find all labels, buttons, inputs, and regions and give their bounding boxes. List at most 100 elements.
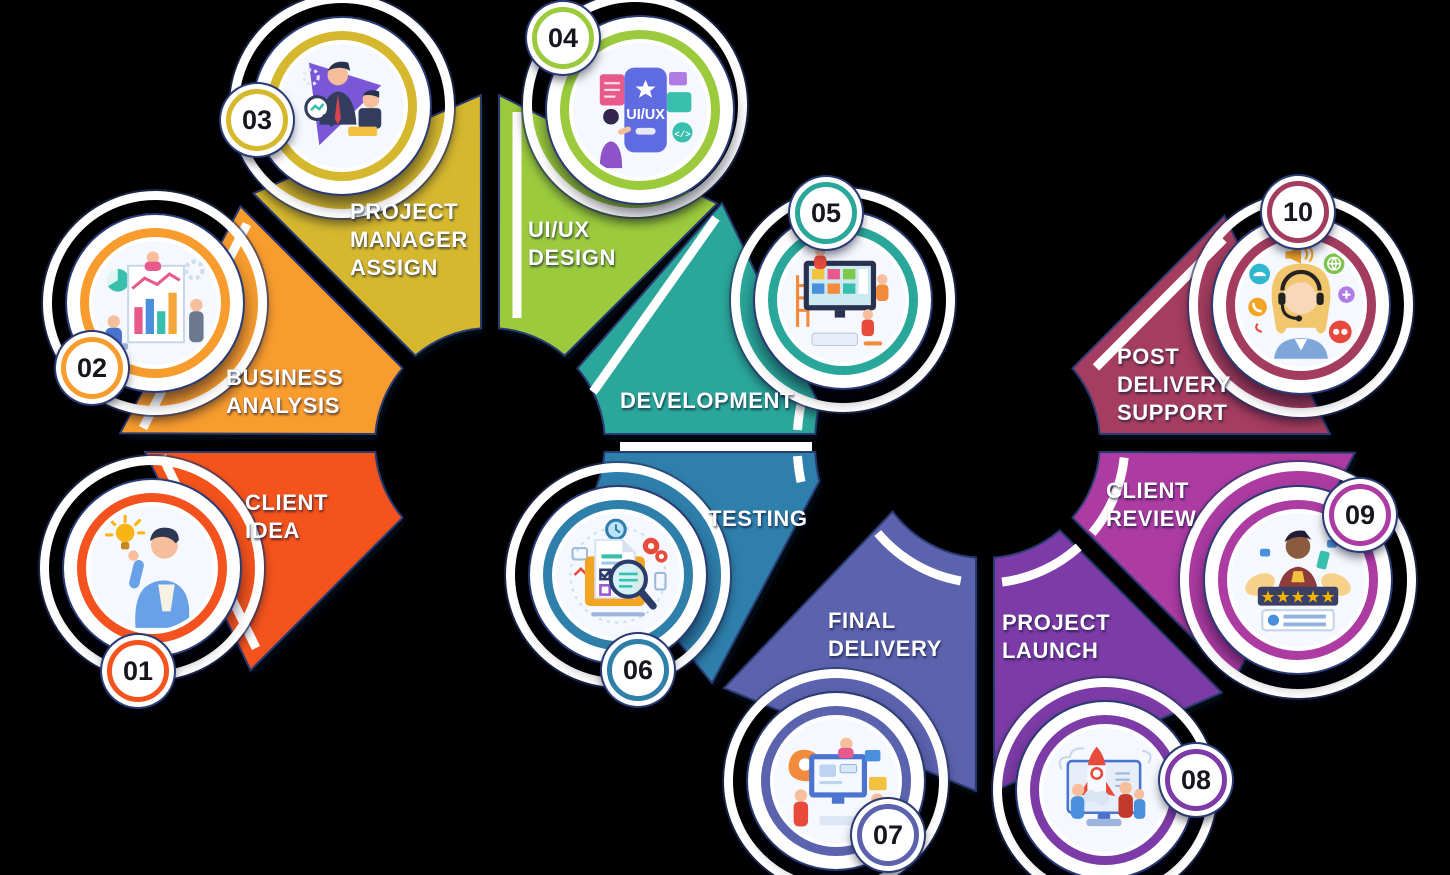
- label-line: PROJECT: [350, 199, 459, 224]
- number-ring: 01: [107, 640, 169, 702]
- step-label-project-manager-assign: PROJECT MANAGER ASSIGN: [350, 198, 468, 282]
- idea-person-illustration: [104, 514, 190, 628]
- step-label-project-launch: PROJECT LAUNCH: [1002, 609, 1110, 665]
- label-line: CLIENT: [1106, 478, 1190, 503]
- support-agent-illustration: [1248, 246, 1355, 359]
- illustration-area: [1239, 243, 1363, 367]
- number-badge-development: 05: [790, 177, 862, 249]
- badge-ring-uiux-design: [523, 0, 747, 217]
- label-line: DELIVERY: [1117, 372, 1232, 397]
- label-line: IDEA: [245, 518, 300, 543]
- developers-screen-illustration: [795, 246, 889, 346]
- wedge-final-delivery-stripe: [874, 530, 962, 586]
- wedge-development: [576, 201, 821, 435]
- illustration-badge-project-manager-assign: [254, 18, 430, 194]
- illustration-badge-client-idea: [64, 480, 240, 656]
- uiux-screen-illustration: UI/UX </>: [599, 67, 693, 169]
- number-badge-project-launch: 08: [1160, 744, 1232, 816]
- illustration-ring: [1218, 500, 1378, 660]
- step-label-client-idea: CLIENT IDEA: [245, 489, 328, 545]
- manager-team-illustration: [302, 61, 382, 146]
- label-line: CLIENT: [245, 490, 329, 515]
- label-line: REVIEW: [1106, 506, 1197, 531]
- number-ring: 10: [1267, 181, 1329, 243]
- wedge-client-review-stripe: [1088, 457, 1129, 536]
- step-number: 01: [122, 655, 154, 686]
- step-label-client-review: CLIENT REVIEW: [1106, 477, 1196, 533]
- step-label-business-analysis: BUSINESS ANALYSIS: [226, 364, 343, 420]
- label-line: LAUNCH: [1002, 638, 1099, 663]
- illustration-ring: [80, 228, 230, 378]
- label-line: DESIGN: [528, 245, 616, 270]
- step-label-post-delivery-support: POST DELIVERY SUPPORT: [1117, 343, 1231, 427]
- step-number: 02: [76, 352, 108, 383]
- number-badge-post-delivery-support: 10: [1262, 176, 1334, 248]
- wedge-testing-arc-stripe: [793, 455, 806, 484]
- number-ring: 09: [1329, 484, 1391, 546]
- svg-text:</>: </>: [674, 130, 690, 140]
- step-number: 09: [1344, 499, 1376, 530]
- step-number: 07: [872, 819, 904, 850]
- illustration-area: UI/UX </>: [573, 43, 707, 177]
- number-ring: 03: [226, 89, 288, 151]
- five-stars: ★★★★★: [1260, 586, 1335, 606]
- number-ring: 07: [857, 804, 919, 866]
- label-line: TESTING: [708, 506, 808, 531]
- illustration-badge-testing: [530, 487, 706, 663]
- illustration-area: [90, 506, 214, 630]
- illustration-badge-project-launch: [1017, 702, 1193, 875]
- number-ring: 06: [607, 639, 669, 701]
- illustration-ring: [560, 30, 720, 190]
- number-badge-client-idea: 01: [102, 635, 174, 707]
- illustration-area: [781, 238, 905, 362]
- label-line: MANAGER: [350, 227, 468, 252]
- illustration-badge-post-delivery-support: [1213, 217, 1389, 393]
- illustration-badge-development: [755, 212, 931, 388]
- number-badge-client-review: 09: [1324, 479, 1396, 551]
- label-line: DELIVERY: [828, 636, 943, 661]
- charts-whiteboard-illustration: [105, 251, 205, 350]
- illustration-area: [280, 44, 404, 168]
- illustration-area: [556, 513, 680, 637]
- five-stars-review-illustration: ★★★★★: [1245, 530, 1351, 632]
- number-badge-business-analysis: 02: [56, 332, 128, 404]
- badge-ring-client-review: [1180, 462, 1416, 698]
- wedge-project-launch-stripe: [1001, 543, 1082, 587]
- wedge-development-arc-stripe: [793, 402, 806, 431]
- label-line: FINAL: [828, 608, 896, 633]
- rocket-launch-illustration: [1058, 746, 1152, 827]
- step-label-final-delivery: FINAL DELIVERY: [828, 607, 942, 663]
- step-label-development: DEVELOPMENT: [620, 387, 794, 415]
- number-badge-project-manager-assign: 03: [221, 84, 293, 156]
- step-number: 03: [241, 104, 273, 135]
- uiux-screen-text: UI/UX: [626, 107, 665, 123]
- number-ring: 04: [532, 7, 594, 69]
- step-number: 10: [1282, 196, 1314, 227]
- label-line: ASSIGN: [350, 255, 438, 280]
- step-number: 05: [810, 197, 842, 228]
- number-ring: 02: [61, 337, 123, 399]
- label-line: POST: [1117, 344, 1180, 369]
- checklist-magnifier-illustration: [569, 518, 668, 624]
- label-line: BUSINESS: [226, 365, 344, 390]
- label-line: PROJECT: [1002, 610, 1111, 635]
- step-number: 08: [1180, 764, 1212, 795]
- label-line: ANALYSIS: [226, 393, 341, 418]
- step-number: 04: [547, 22, 579, 53]
- number-badge-testing: 06: [602, 634, 674, 706]
- label-line: DEVELOPMENT: [620, 388, 795, 413]
- badge-ring-business-analysis: [43, 191, 267, 415]
- number-badge-uiux-design: 04: [527, 2, 599, 74]
- badge-ring-final-delivery: [724, 669, 948, 875]
- step-number: 06: [622, 654, 654, 685]
- wedge-development-stripe: [589, 215, 720, 395]
- label-line: UI/UX: [528, 217, 590, 242]
- number-ring: 05: [795, 182, 857, 244]
- label-line: SUPPORT: [1117, 400, 1228, 425]
- illustration-ring: [761, 706, 911, 856]
- number-ring: 08: [1165, 749, 1227, 811]
- number-badge-final-delivery: 07: [852, 799, 924, 871]
- step-label-uiux-design: UI/UX DESIGN: [528, 216, 616, 272]
- illustration-area: [1043, 728, 1167, 852]
